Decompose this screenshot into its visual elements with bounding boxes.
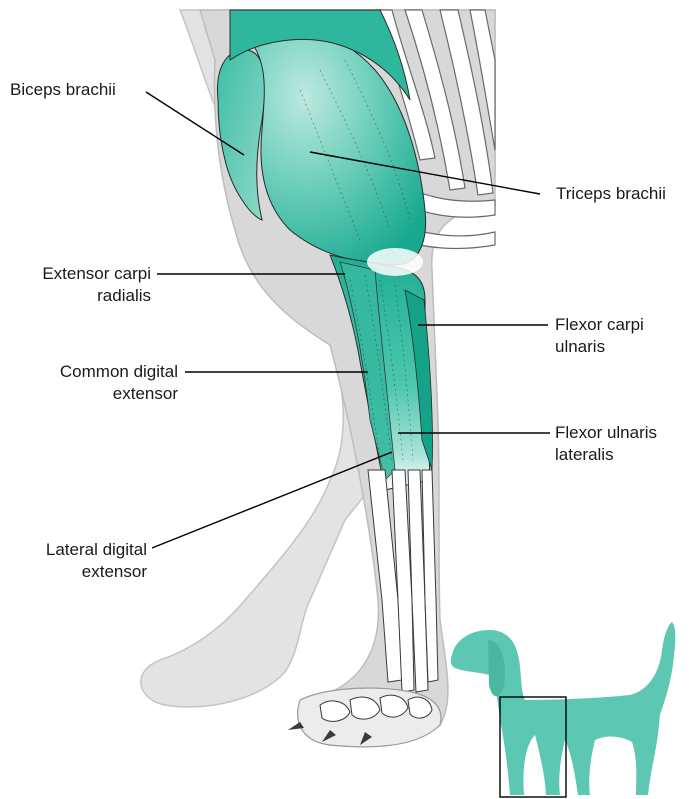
elbow-highlight (367, 248, 423, 276)
dog-silhouette (451, 622, 676, 795)
label-triceps-brachii: Triceps brachii (556, 183, 666, 205)
label-cde-line1: Common digital (20, 361, 178, 383)
label-ecr-line2: radialis (6, 285, 151, 307)
label-ful-line1: Flexor ulnaris (555, 422, 657, 444)
label-flexor-ulnaris-lateralis: Flexor ulnaris lateralis (555, 422, 657, 466)
label-lateral-digital-extensor: Lateral digital extensor (5, 539, 147, 583)
label-ful-line2: lateralis (555, 444, 657, 466)
label-triceps-line1: Triceps brachii (556, 183, 666, 205)
label-extensor-carpi-radialis: Extensor carpi radialis (6, 263, 151, 307)
biceps-muscle (217, 50, 264, 220)
label-fcu-line1: Flexor carpi (555, 314, 644, 336)
label-fcu-line2: ulnaris (555, 336, 644, 358)
label-flexor-carpi-ulnaris: Flexor carpi ulnaris (555, 314, 644, 358)
label-ecr-line1: Extensor carpi (6, 263, 151, 285)
label-common-digital-extensor: Common digital extensor (20, 361, 178, 405)
dog-inset (451, 622, 676, 797)
label-biceps-brachii: Biceps brachii (10, 79, 116, 101)
label-lde-line1: Lateral digital (5, 539, 147, 561)
label-biceps-line1: Biceps brachii (10, 79, 116, 101)
label-cde-line2: extensor (20, 383, 178, 405)
label-lde-line2: extensor (5, 561, 147, 583)
paw (288, 688, 441, 747)
